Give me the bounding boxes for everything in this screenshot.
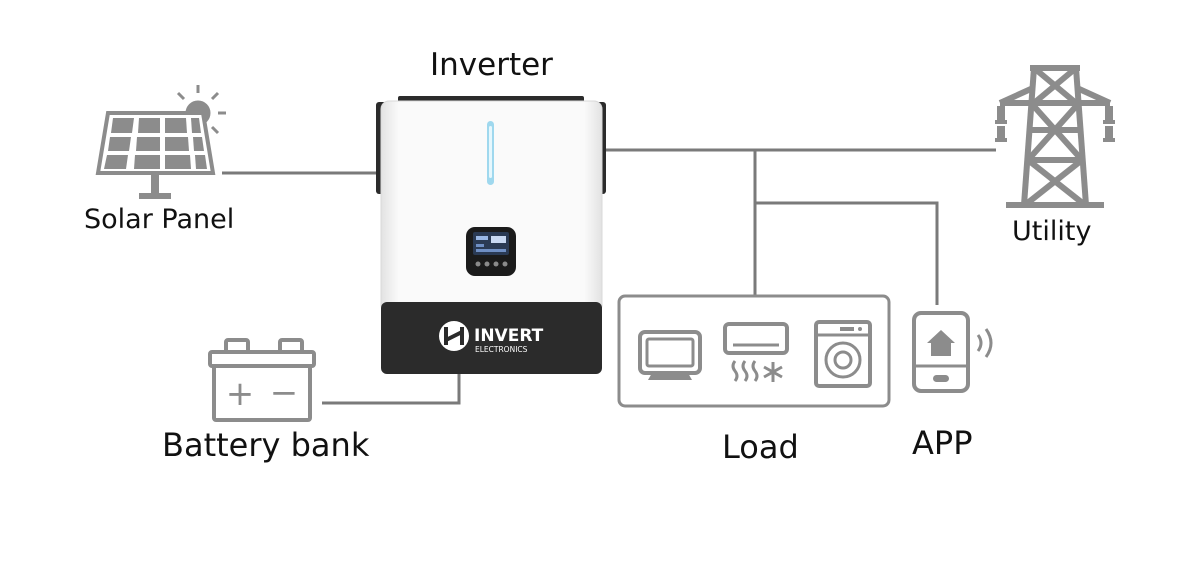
brand-logo-icon [439, 321, 469, 351]
connection-lines [222, 148, 996, 405]
load-label: Load [722, 428, 799, 466]
battery-plus-sign: + [226, 374, 255, 414]
battery-icon [208, 338, 316, 422]
app-wire [755, 201, 939, 305]
lcd-panel [466, 227, 516, 276]
monitor-icon [638, 330, 702, 380]
inverter-unit: INVERT ELECTRONICS [376, 96, 606, 374]
led-indicator-glow [489, 126, 492, 178]
solar-panel-icon [95, 111, 216, 199]
wifi-signal-icon [976, 328, 993, 358]
solar-panel-label: Solar Panel [84, 204, 235, 235]
power-insulators [995, 106, 1115, 142]
smartphone-home-icon [912, 311, 970, 393]
air-conditioner-icon [723, 322, 789, 382]
battery-bank-label: Battery bank [162, 426, 370, 464]
washing-machine-icon [814, 320, 872, 388]
load-box [617, 294, 891, 408]
transmission-tower-icon [998, 65, 1112, 208]
utility-label: Utility [1012, 216, 1092, 247]
battery-minus-sign: − [270, 373, 299, 413]
battery-wire [322, 374, 461, 405]
brand-name: INVERT [474, 326, 544, 346]
inverter-label: Inverter [430, 47, 553, 83]
app-label: APP [912, 424, 973, 462]
brand-subtitle: ELECTRONICS [475, 345, 528, 354]
inverter-base [381, 302, 602, 374]
